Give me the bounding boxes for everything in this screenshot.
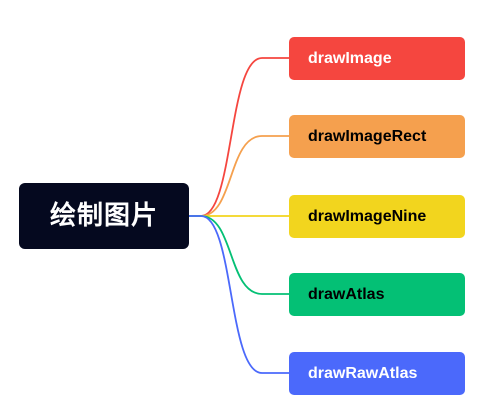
connector-line-3 bbox=[189, 215, 289, 295]
child-node-drawimage[interactable]: drawImage bbox=[289, 37, 465, 80]
child-node-drawatlas[interactable]: drawAtlas bbox=[289, 273, 465, 316]
connector-line-4 bbox=[189, 215, 289, 374]
child-node-drawimagenine[interactable]: drawImageNine bbox=[289, 195, 465, 238]
connector-line-0 bbox=[189, 57, 289, 217]
child-node-drawrawatlas[interactable]: drawRawAtlas bbox=[289, 352, 465, 395]
connector-line-1 bbox=[189, 135, 289, 217]
root-node[interactable]: 绘制图片 bbox=[19, 183, 189, 249]
child-node-drawimagerect[interactable]: drawImageRect bbox=[289, 115, 465, 158]
